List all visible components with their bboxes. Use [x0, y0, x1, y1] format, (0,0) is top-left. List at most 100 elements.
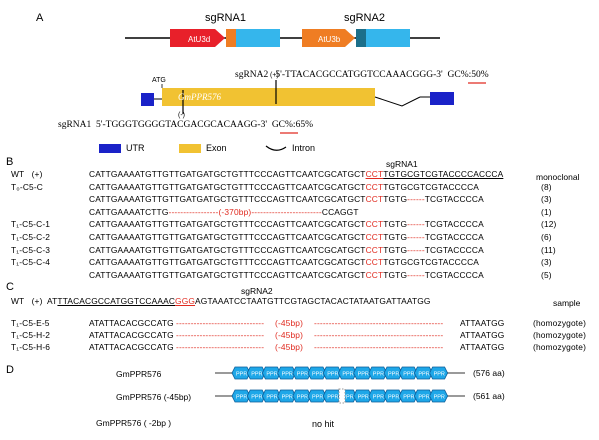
sgrna1-scaffold — [236, 29, 280, 47]
svg-text:PPR: PPR — [282, 372, 293, 378]
ppr-motif: PPR — [277, 389, 297, 403]
panel-c-row-deletion-dashes: ------------------------------ — [176, 341, 265, 352]
panel-b-row-name: T₀-C5-C — [11, 181, 43, 192]
svg-text:PPR: PPR — [358, 372, 369, 378]
ppr-motif: PPR — [322, 389, 342, 403]
panel-c-row-name: T₁-C5-H-2 — [11, 329, 51, 340]
svg-text:PPR: PPR — [388, 372, 399, 378]
panel-c-row-left: ATATTACACGCCATG — [89, 341, 174, 352]
panel-b-row-sequence: CATTGAAAATCTTG-----------------(-370bp)-… — [89, 206, 359, 217]
panel-c-row-deletion-dashes: ----------------------------------------… — [314, 329, 444, 340]
legend-exon-label: Exon — [206, 143, 227, 153]
panel-b-row-sequence: CATTGAAAATGTTGTTGATGATGCTGTTTCCCAGTTCAAT… — [89, 169, 504, 179]
panel-b-row-name: T₁-C5-C-2 — [11, 232, 51, 242]
atg-label: ATG — [152, 77, 166, 84]
svg-text:PPR: PPR — [236, 372, 247, 378]
panel-c-row-deletion: (-45bp) — [275, 329, 304, 340]
atu3d-label: AtU3d — [188, 35, 210, 44]
svg-text:PPR: PPR — [403, 395, 414, 401]
panel-b-row-name: T₁-C5-C-4 — [11, 257, 51, 268]
protein-length: (576 aa) — [473, 368, 505, 378]
panel-c-row-deletion-dashes: ------------------------------ — [176, 329, 265, 340]
svg-text:PPR: PPR — [373, 372, 384, 378]
atu3b-promoter — [302, 29, 355, 47]
svg-text:PPR: PPR — [403, 372, 414, 378]
sgrna2-spacer — [356, 29, 366, 47]
protein-name: GmPPR576 — [116, 369, 162, 379]
panel-a-diagram: AtU3d AtU3b — [99, 29, 486, 153]
panel-c-row-left: ATATTACACGCCATG — [89, 318, 174, 328]
panel-b-row-count: (5) — [541, 269, 552, 280]
panel-c-row-deletion: (-45bp) — [275, 318, 304, 328]
panel-b-row-sequence: CATTGAAAATGTTGTTGATGATGCTGTTTCCCAGTTCAAT… — [89, 257, 480, 268]
panel-c-row-deletion: (-45bp) — [275, 341, 304, 352]
plus-strand-label: (+) — [270, 72, 279, 79]
svg-text:PPR: PPR — [266, 395, 277, 401]
ppr-motif: PPR — [429, 389, 449, 403]
panel-b-row-name: WT (+) — [11, 169, 43, 179]
panel-c-row-right: ATTAATGG — [460, 341, 505, 352]
gene-name: GmPPR576 — [178, 92, 221, 102]
ppr-motif: PPR — [261, 366, 281, 380]
panel-b-row-sequence: CATTGAAAATGTTGTTGATGATGCTGTTTCCCAGTTCAAT… — [89, 244, 484, 255]
ppr-motif: PPR — [383, 389, 403, 403]
svg-text:PPR: PPR — [388, 395, 399, 401]
legend-exon-swatch — [179, 144, 201, 153]
svg-text:PPR: PPR — [251, 395, 262, 401]
svg-text:PPR: PPR — [297, 372, 308, 378]
ppr-motif: PPR — [383, 366, 403, 380]
ppr-motif: PPR — [413, 366, 433, 380]
svg-text:PPR: PPR — [297, 395, 308, 401]
ppr-motif: PPR — [307, 389, 327, 403]
ppr-motif: PPR — [231, 389, 251, 403]
atu3d-promoter — [170, 29, 225, 47]
ppr-motif: PPR — [413, 389, 433, 403]
panel-c-row-status: (homozygote) — [533, 329, 587, 340]
panel-a-label: A — [36, 12, 44, 24]
protein-name: GmPPR576 (-45bp) — [116, 392, 191, 402]
panel-c-label: C — [6, 281, 14, 293]
panel-c-row-deletion-dashes: ----------------------------------------… — [314, 341, 444, 352]
panel-b-row-count: (8) — [541, 181, 552, 192]
svg-text:PPR: PPR — [342, 372, 353, 378]
intron-line — [374, 96, 421, 107]
panel-b-row-count: (1) — [541, 206, 552, 217]
no-hit-note: no hit — [312, 419, 335, 429]
panel-c-row-right: ATTAATGG — [460, 318, 505, 328]
panel-b-row-sequence: CATTGAAAATGTTGTTGATGATGCTGTTTCCCAGTTCAAT… — [89, 269, 484, 280]
svg-text:PPR: PPR — [251, 372, 262, 378]
construct-sgrna1-label: sgRNA1 — [205, 12, 246, 24]
construct-sgrna2-label: sgRNA2 — [344, 12, 385, 24]
panel-b-row-count: (12) — [541, 219, 557, 230]
panel-b-row-sequence: CATTGAAAATGTTGTTGATGATGCTGTTTCCCAGTTCAAT… — [89, 194, 484, 205]
sgrna2-sequence-line: sgRNA2 5'-TTACACGCCATGGTCCAAACGGG-3' GC%… — [235, 70, 489, 80]
panel-c-header-right: sample — [553, 298, 581, 308]
svg-text:PPR: PPR — [434, 372, 445, 378]
svg-text:PPR: PPR — [358, 395, 369, 401]
protein-name: GmPPR576 ( -2bp ) — [96, 418, 171, 428]
svg-text:PPR: PPR — [327, 395, 338, 401]
utr-5prime — [141, 93, 154, 106]
legend-intron-label: Intron — [292, 143, 316, 153]
ppr-motif: PPR — [353, 366, 373, 380]
panel-b-header-right: monoclonal — [536, 172, 580, 182]
panel-b-row-count: (6) — [541, 232, 552, 242]
ppr-motif: PPR — [429, 366, 449, 380]
panel-b-row-sequence: CATTGAAAATGTTGTTGATGATGCTGTTTCCCAGTTCAAT… — [89, 181, 480, 192]
ppr-motif: PPR — [368, 366, 388, 380]
ppr-motif: PPR — [337, 366, 357, 380]
panel-c-row-name: T₁-C5-H-6 — [11, 341, 51, 352]
panel-b-sgrna-header: sgRNA1 — [386, 159, 418, 169]
svg-text:PPR: PPR — [434, 395, 445, 401]
panel-c-row-status: (homozygote) — [533, 318, 587, 328]
ppr-motif: PPR — [353, 389, 373, 403]
sgrna2-scaffold — [366, 29, 410, 47]
ppr-motif: PPR — [292, 389, 312, 403]
legend-utr-swatch — [99, 144, 121, 153]
ppr-motif: PPR — [246, 366, 266, 380]
ppr-motif: PPR — [322, 366, 342, 380]
svg-text:PPR: PPR — [236, 395, 247, 401]
panel-c-row-right: ATTAATGG — [460, 329, 505, 340]
ppr-motif: PPR — [261, 389, 281, 403]
